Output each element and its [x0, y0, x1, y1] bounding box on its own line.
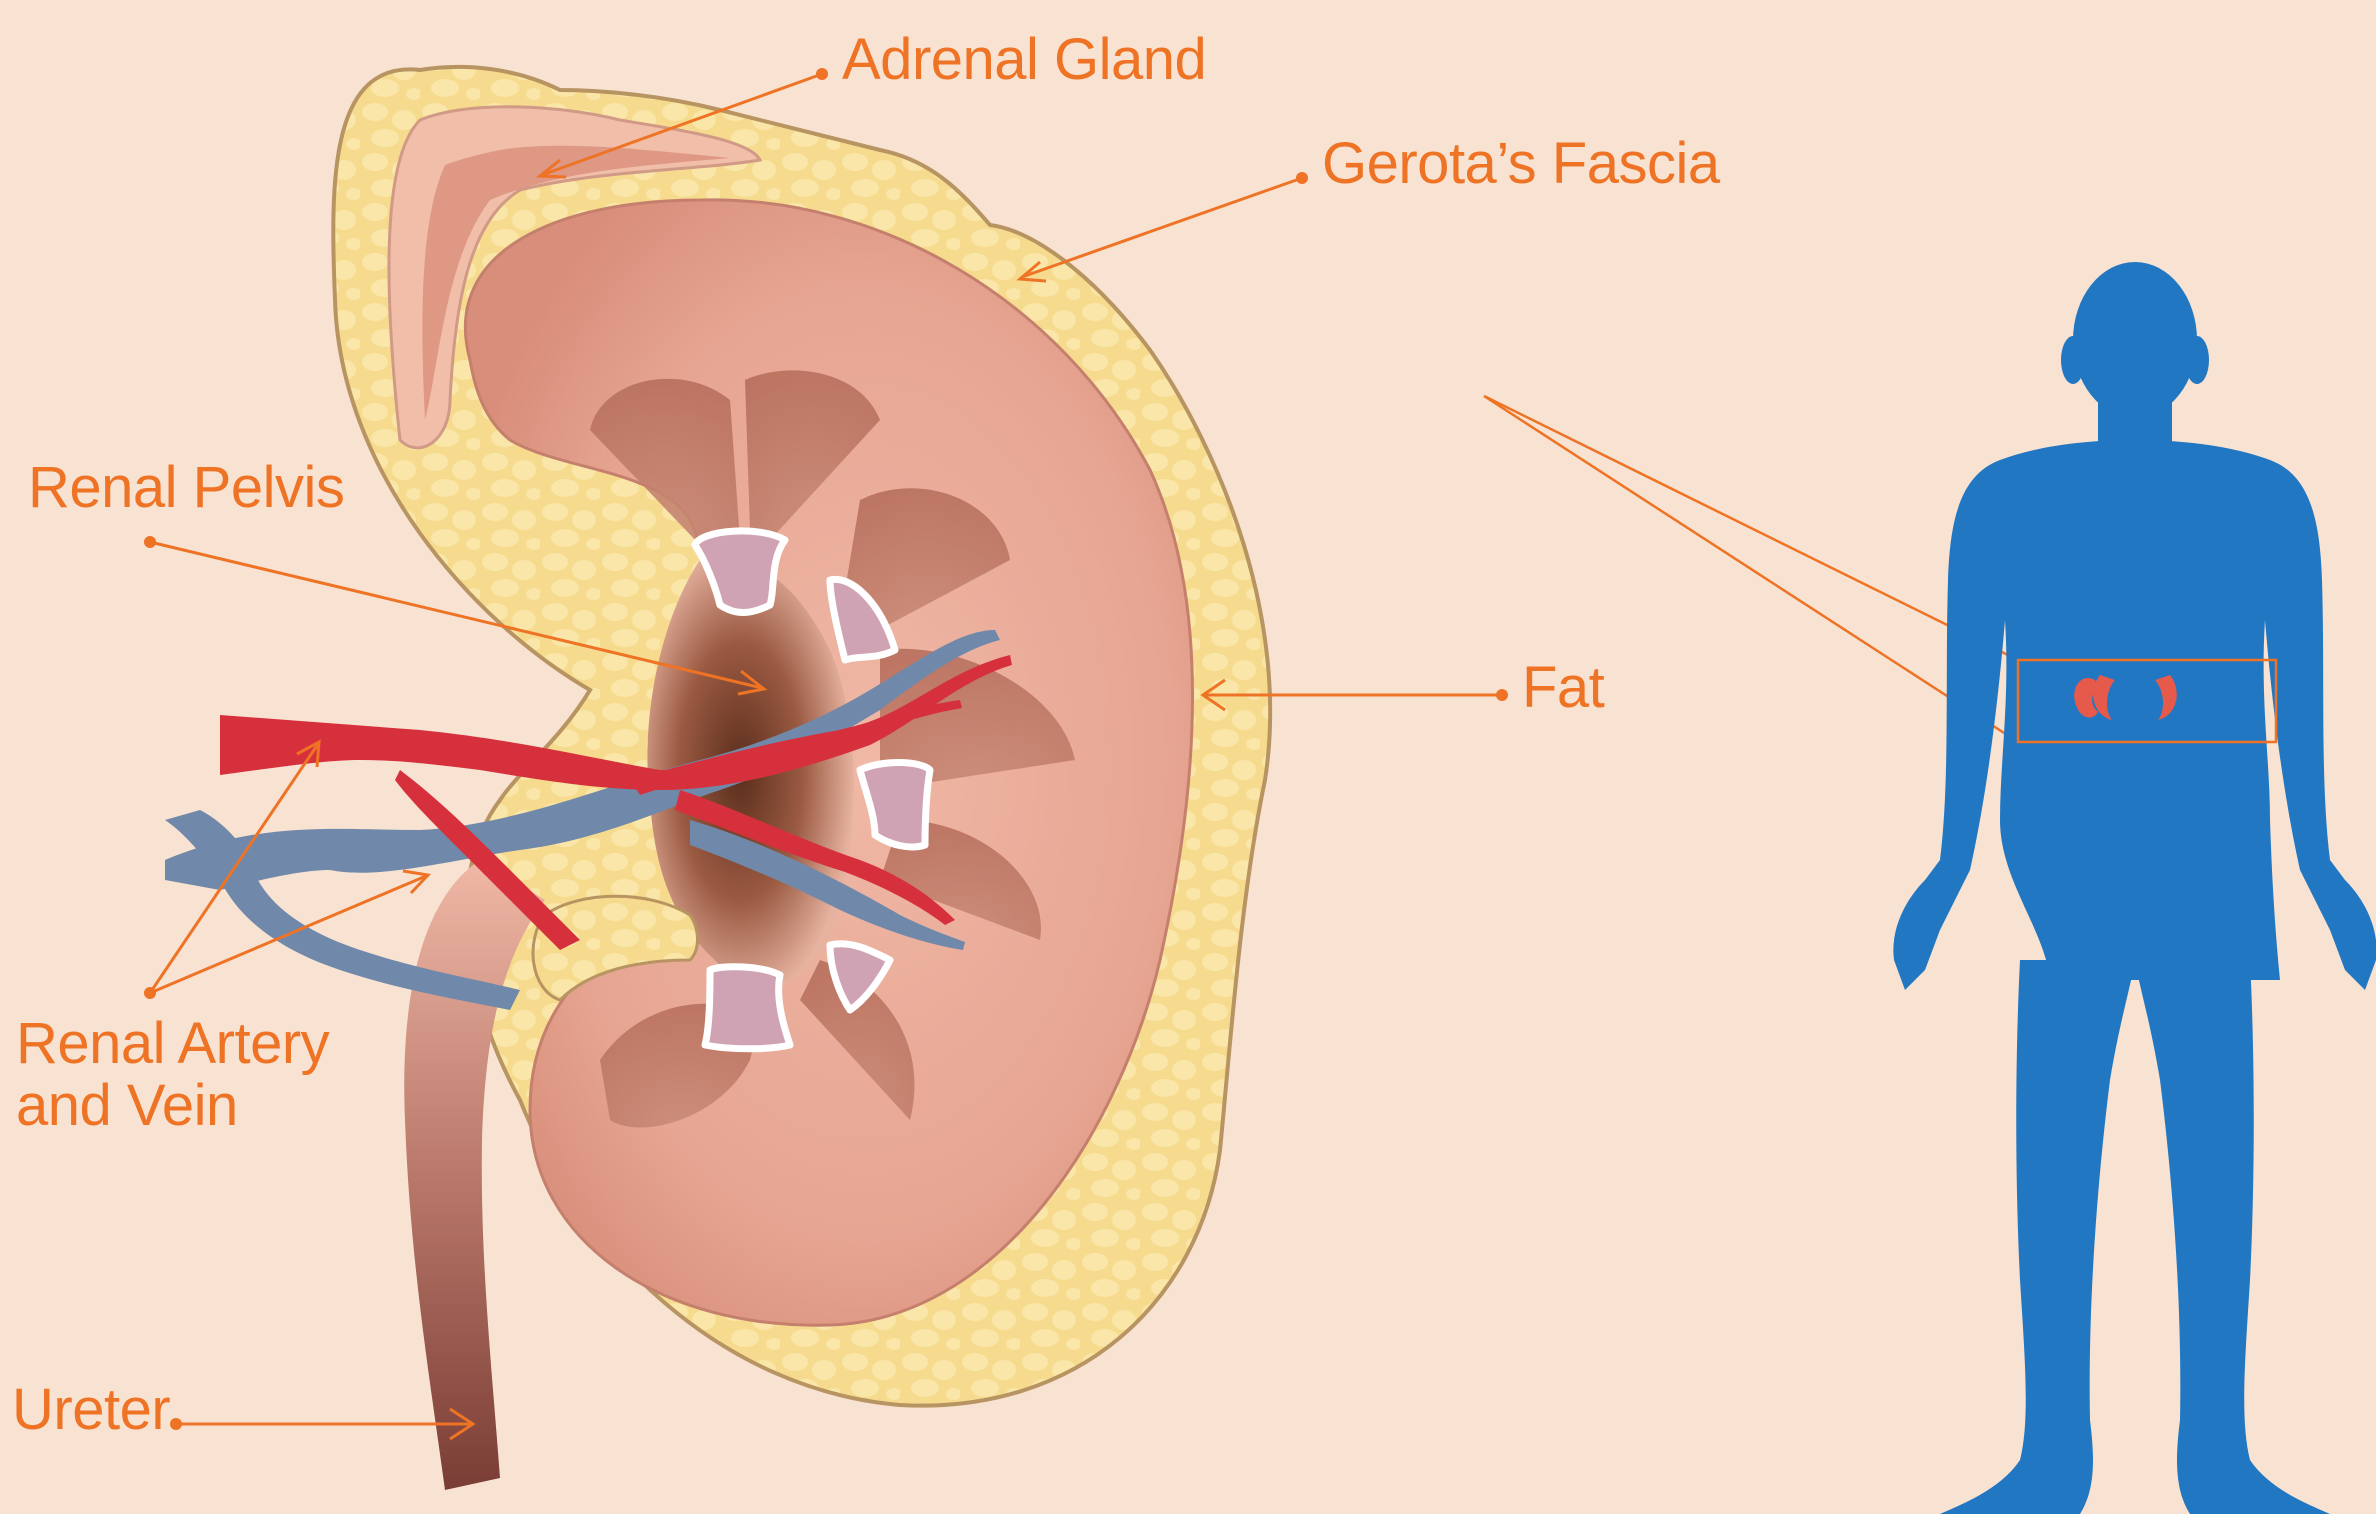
label-gerotas-fascia: Gerota’s Fascia — [1322, 132, 1720, 196]
label-renal-pelvis: Renal Pelvis — [28, 456, 344, 520]
label-fat: Fat — [1522, 656, 1604, 720]
label-renal-artery-vein-line1: Renal Artery — [16, 1012, 329, 1076]
label-renal-artery-vein-line2: and Vein — [16, 1074, 238, 1138]
human-body-silhouette-icon — [1893, 262, 2376, 1514]
label-adrenal-gland: Adrenal Gland — [842, 28, 1206, 92]
label-ureter: Ureter — [12, 1378, 170, 1442]
